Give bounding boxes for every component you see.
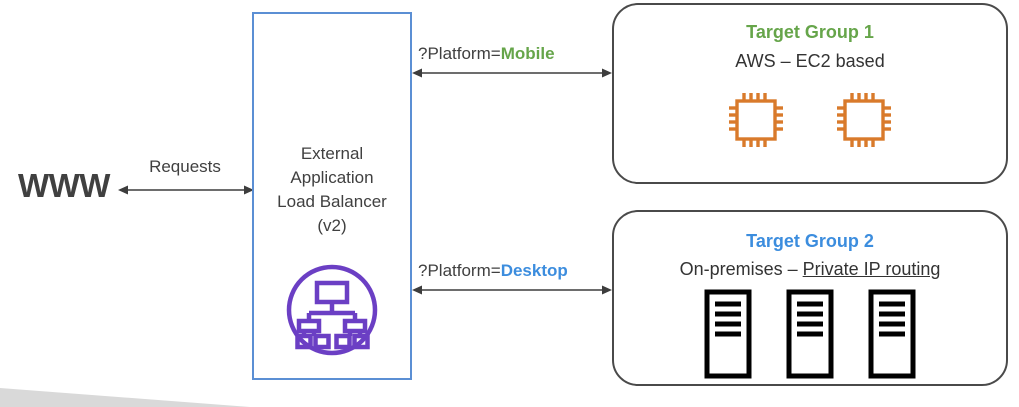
cpu-chip-icon	[832, 88, 896, 152]
desktop-route-label: ?Platform=Desktop	[418, 261, 568, 281]
mobile-connector	[412, 66, 612, 80]
requests-label: Requests	[149, 157, 221, 176]
load-balancer-label: External Application Load Balancer (v2)	[254, 142, 410, 238]
target-group-1-box	[612, 3, 1008, 184]
target-group-2-subtitle: On-premises – Private IP routing	[612, 257, 1008, 281]
mobile-route-value: Mobile	[500, 44, 555, 63]
corner-wedge-decoration	[0, 380, 250, 407]
target-group-1-icons	[612, 88, 1008, 152]
requests-connector	[118, 183, 254, 197]
target-group-1-subtitle-text: AWS – EC2 based	[735, 51, 885, 71]
server-tower-icon	[785, 288, 835, 380]
load-balancer-box	[252, 12, 412, 380]
load-balancer-line-3: Load Balancer	[277, 192, 387, 211]
desktop-route-value: Desktop	[500, 261, 568, 280]
server-tower-icon	[703, 288, 753, 380]
cpu-chip-icon	[724, 88, 788, 152]
load-balancer-line-2: Application	[290, 168, 374, 187]
target-group-1-subtitle: AWS – EC2 based	[612, 49, 1008, 73]
server-tower-icon	[867, 288, 917, 380]
target-group-2-subtitle-text: On-premises –	[679, 259, 803, 279]
desktop-connector	[412, 283, 612, 297]
load-balancer-icon	[285, 263, 379, 357]
load-balancer-line-4: (v2)	[317, 216, 347, 235]
mobile-route-key: ?Platform=	[418, 44, 501, 63]
desktop-route-key: ?Platform=	[418, 261, 501, 280]
target-group-1-heading: Target Group 1	[746, 22, 874, 42]
www-label: WWW	[18, 167, 110, 204]
target-group-2-subtitle-underlined: Private IP routing	[802, 259, 941, 279]
target-group-2-icons	[612, 288, 1008, 380]
load-balancer-line-1: External	[300, 144, 364, 163]
mobile-route-label: ?Platform=Mobile	[418, 44, 555, 64]
target-group-2-heading: Target Group 2	[746, 231, 874, 251]
